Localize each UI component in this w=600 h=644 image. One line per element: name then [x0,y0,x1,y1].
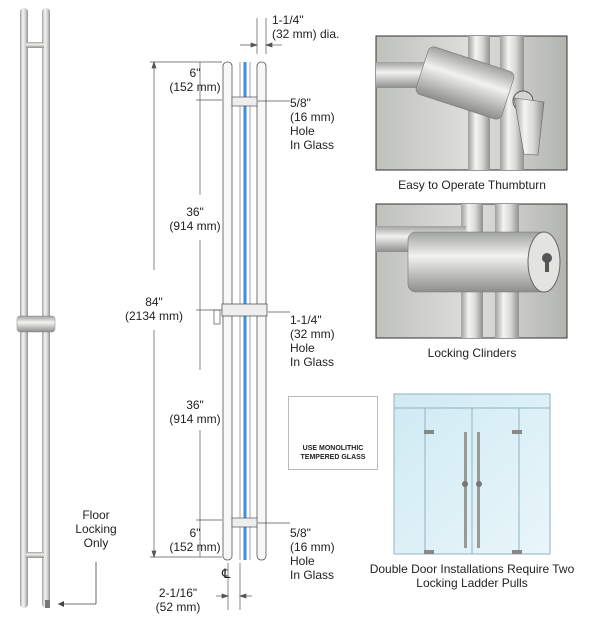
total-in: 84" [145,295,163,309]
hole-mid-word: Hole [290,341,315,355]
badge-line1: USE MONOLITHIC [302,445,364,452]
hole-top-label: 5/8" (16 mm) Hole In Glass [290,96,335,152]
thumbturn-photo-art [375,35,568,171]
overhang-label: 6" (152 mm) [163,66,227,94]
floor-lock-line3: Only [83,536,109,550]
double-door-caption-line2: Locking Ladder Pulls [416,576,528,590]
floor-lock-line1: Floor [82,508,110,522]
top-dia-label: 1-1/4" (32 mm) dia. [272,13,339,41]
overhang-in: 6" [189,66,201,80]
lower-section-label: 36" (914 mm) [163,398,227,426]
total-mm: (2134 mm) [124,309,183,323]
hole-top-mm: (16 mm) [290,110,335,124]
top-dia-in: 1-1/4" [272,13,304,27]
bottom-overhang-mm: (152 mm) [169,540,221,554]
lower-section-in: 36" [186,398,204,412]
top-dia-mm: (32 mm) dia. [272,27,340,41]
hole-top-glass: In Glass [290,138,335,152]
badge-line2: TEMPERED GLASS [300,454,366,461]
hole-bottom-word: Hole [290,554,315,568]
hole-mid-mm: (32 mm) [290,327,335,341]
total-height-label: 84" (2134 mm) [116,295,192,323]
hole-top-size: 5/8" [290,96,311,110]
double-door-illustration [393,393,551,555]
badge-text: USE MONOLITHIC TEMPERED GLASS [289,444,377,462]
floor-lock-label: Floor Locking Only [66,508,126,550]
tempered-glass-badge: USE MONOLITHIC TEMPERED GLASS [288,396,378,470]
ladder-pull-render [16,8,56,608]
upper-section-label: 36" (914 mm) [163,205,227,233]
hole-bottom-size: 5/8" [290,526,311,540]
bar-spacing-mm: (52 mm) [155,600,201,614]
cylinder-photo-art [375,203,568,339]
technical-drawing [213,61,268,561]
floor-lock-line2: Locking [75,522,117,536]
hole-bottom-label: 5/8" (16 mm) Hole In Glass [290,526,335,582]
hole-mid-size: 1-1/4" [290,313,322,327]
bar-spacing-in: 2-1/16" [158,586,198,600]
lower-section-mm: (914 mm) [169,412,221,426]
bar-spacing-label: 2-1/16" (52 mm) [145,586,211,614]
overhang-mm: (152 mm) [169,80,221,94]
hole-mid-glass: In Glass [290,355,335,369]
bottom-overhang-label: 6" (152 mm) [163,526,227,554]
hole-bottom-mm: (16 mm) [290,540,335,554]
bottom-overhang-in: 6" [189,526,201,540]
cylinder-caption: Locking Clinders [427,346,517,360]
thumbturn-caption: Easy to Operate Thumbturn [398,178,546,192]
dimension-lines [150,18,290,610]
double-door-caption-line1: Double Door Installations Require Two [369,562,575,576]
upper-section-in: 36" [186,205,204,219]
centerline-symbol: ℄ [222,566,231,581]
hole-bottom-glass: In Glass [290,568,335,582]
upper-section-mm: (914 mm) [169,219,221,233]
double-door-caption: Double Door Installations Require Two Lo… [352,562,592,590]
hole-top-word: Hole [290,124,315,138]
hole-mid-label: 1-1/4" (32 mm) Hole In Glass [290,313,335,369]
